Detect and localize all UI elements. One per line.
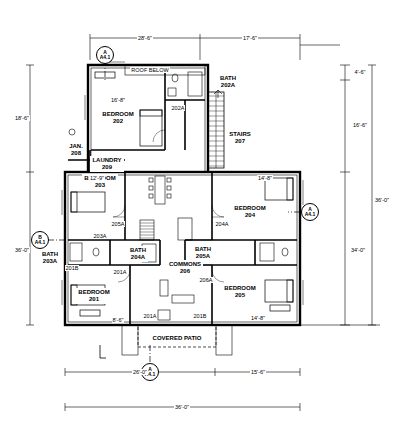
room-name: BEDROOM <box>102 111 133 118</box>
room-name: COVERED PATIO <box>153 335 202 342</box>
room-number: 203 <box>84 182 115 189</box>
room-name: BATH <box>220 75 236 82</box>
room-number: 207 <box>229 138 251 145</box>
room-number: 203A <box>42 258 58 265</box>
dimension: 14'-8" <box>250 315 266 321</box>
room-number: A4.1 <box>305 212 316 218</box>
dimension: 36'-0" <box>174 404 190 410</box>
room-number: 204A <box>130 254 146 261</box>
dimension: 4'-6" <box>354 69 367 75</box>
room-label: STAIRS207 <box>227 130 253 145</box>
room-name: BATH <box>130 247 146 254</box>
door-tag: 202A <box>171 105 186 111</box>
section-marker: BA4.1 <box>31 231 50 250</box>
room-label: BEDROOM202 <box>100 110 135 125</box>
door-tag: 205A <box>111 221 126 227</box>
room-name: JAN. <box>69 143 83 150</box>
room-label: BATH205A <box>193 245 213 260</box>
door-tag: 201A <box>143 313 158 319</box>
dimension: 16'-8" <box>110 97 126 103</box>
door-tag: 201A <box>113 269 128 275</box>
room-label: BATH204A <box>128 246 148 261</box>
room-label: BATH202A <box>218 74 238 89</box>
room-label: BEDROOM201 <box>76 288 111 303</box>
room-label: BEDROOM205 <box>222 284 257 299</box>
room-label: COMMONS206 <box>167 260 203 275</box>
section-marker: AA4.1 <box>301 203 320 222</box>
room-label: BATH203A <box>40 250 60 265</box>
room-label: BEDROOM204 <box>232 204 267 219</box>
room-name: BEDROOM <box>234 205 265 212</box>
room-name: BEDROOM <box>224 285 255 292</box>
dimension: 16'-6" <box>352 122 368 128</box>
dimension: 26'-0" <box>132 369 148 375</box>
room-number: A4.1 <box>35 240 46 246</box>
room-number: 202A <box>220 82 236 89</box>
room-name: COMMONS <box>169 261 201 268</box>
room-number: 202 <box>102 118 133 125</box>
room-number: 206 <box>169 268 201 275</box>
room-number: 205A <box>195 253 211 260</box>
dimension: 14'-8" <box>257 175 273 181</box>
note: ROOF BELOW <box>130 67 169 73</box>
room-label: JAN.208 <box>67 142 85 157</box>
door-tag: 201B <box>65 265 80 271</box>
section-marker: AA4.1 <box>96 46 115 65</box>
dimension: 36'-0" <box>14 247 30 253</box>
room-name: LAUNDRY <box>92 157 121 164</box>
door-tag: 203A <box>93 233 108 239</box>
dimension: 15'-6" <box>250 369 266 375</box>
room-name: STAIRS <box>229 131 251 138</box>
room-number: 205 <box>224 292 255 299</box>
room-label: COVERED PATIO <box>151 334 204 343</box>
door-tag: 201B <box>193 313 208 319</box>
dimension: 18'-6" <box>14 115 30 121</box>
dimension: 36'-0" <box>374 197 390 203</box>
dimension: 8'-6" <box>112 317 125 323</box>
room-number: 201 <box>78 296 109 303</box>
room-label: LAUNDRY209 <box>90 156 123 171</box>
dimension: 17'-6" <box>242 35 258 41</box>
room-number: A4.1 <box>100 55 111 61</box>
room-number: 208 <box>69 150 83 157</box>
room-name: BEDROOM <box>78 289 109 296</box>
room-name: BATH <box>42 251 58 258</box>
room-number: 204 <box>234 212 265 219</box>
door-tag: 204A <box>215 221 230 227</box>
room-name: BATH <box>195 246 211 253</box>
dimension: 12'-9" <box>89 175 105 181</box>
door-tag: 206A <box>199 277 214 283</box>
dimension: 34'-0" <box>350 247 366 253</box>
dimension: 28'-6" <box>137 35 153 41</box>
room-number: 209 <box>92 164 121 171</box>
